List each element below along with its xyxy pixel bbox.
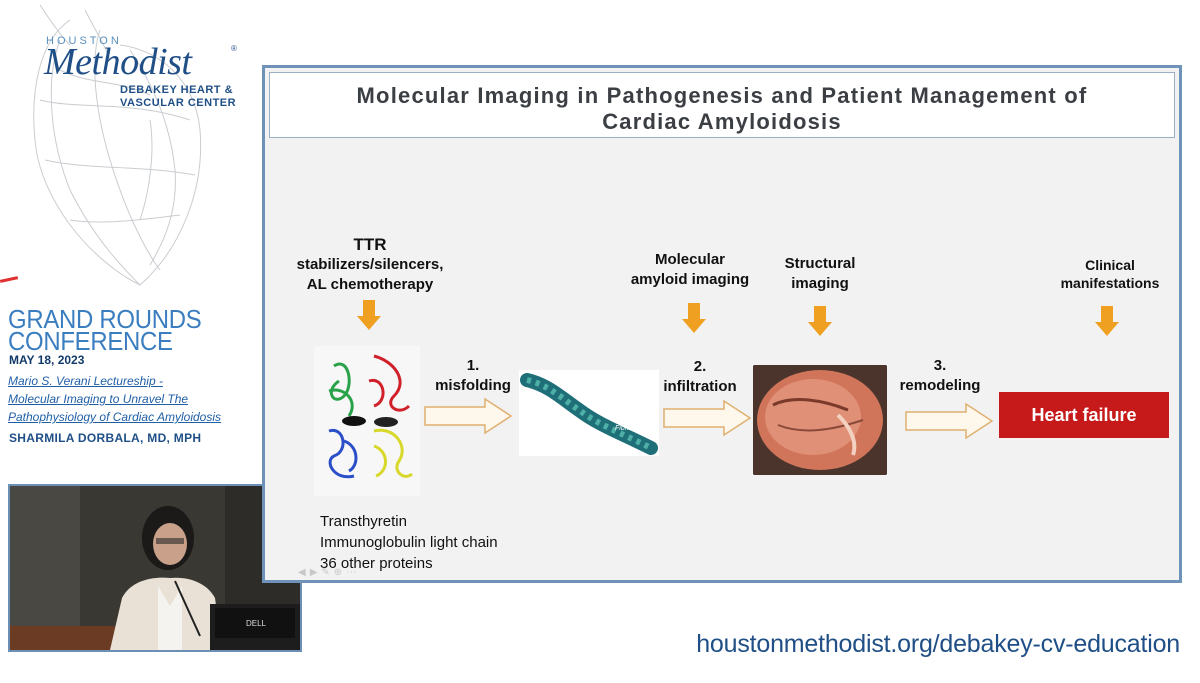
clinical-manifestations-label: Clinical manifestations xyxy=(1045,256,1175,292)
down-arrow-icon xyxy=(808,306,832,336)
step2-label: 2. infiltration xyxy=(645,357,755,397)
speaker-name: SHARMILA DORBALA, MD, MPH xyxy=(9,431,202,445)
next-slide-icon[interactable]: ▶ xyxy=(309,567,322,578)
heart-cross-section-image xyxy=(753,365,887,475)
right-arrow-icon xyxy=(424,397,513,435)
lecture-title-line3: Pathophysiology of Cardiac Amyloidosis xyxy=(8,410,221,424)
step1-label: 1. misfolding xyxy=(423,356,523,396)
step3-number: 3. xyxy=(933,357,947,374)
precursor-proteins-list: Transthyretin Immunoglobulin light chain… xyxy=(320,511,498,574)
brand-houston: HOUSTON xyxy=(46,35,122,47)
prev-slide-icon[interactable]: ◀ xyxy=(298,567,310,578)
down-arrow-icon xyxy=(682,303,706,333)
slide-title-box: Molecular Imaging in Pathogenesis and Pa… xyxy=(269,72,1175,138)
speaker-video-frame: DELL xyxy=(10,486,300,650)
molecular-imaging-label-line2: amyloid imaging xyxy=(630,271,750,288)
structural-imaging-label-line2: imaging xyxy=(791,275,849,292)
more-icon[interactable]: ⋯ xyxy=(346,567,361,578)
right-arrow-icon xyxy=(663,399,752,437)
amyloid-fibrils-image: Fibrils xyxy=(519,370,659,456)
registered-mark: ® xyxy=(231,44,237,53)
molecular-imaging-label: Molecular amyloid imaging xyxy=(605,250,775,290)
right-arrow-icon xyxy=(905,402,994,440)
conference-title-line1: GRAND ROUNDS xyxy=(8,304,202,334)
molecular-imaging-label-line1: Molecular xyxy=(654,251,726,268)
protein-item: 36 other proteins xyxy=(320,555,433,572)
step3-label: 3. remodeling xyxy=(885,356,995,396)
zoom-icon[interactable]: ⊕ xyxy=(333,567,347,578)
protein-item: Immunoglobulin light chain xyxy=(320,534,498,551)
conference-title: GRAND ROUNDS CONFERENCE xyxy=(8,304,229,356)
brand-subtitle: DEBAKEY HEART & VASCULAR CENTER xyxy=(120,84,236,110)
conference-title-line2: CONFERENCE xyxy=(8,326,173,356)
step2-number: 2. xyxy=(693,358,707,375)
lecture-title-line2: Molecular Imaging to Unravel The xyxy=(8,392,189,406)
step2-text: infiltration xyxy=(663,378,737,395)
therapy-label-line3: AL chemotherapy xyxy=(306,276,434,293)
therapy-label-line2: stabilizers/silencers, xyxy=(296,256,444,273)
brand-subtitle-line2: VASCULAR CENTER xyxy=(120,97,237,109)
svg-text:DELL: DELL xyxy=(246,619,267,628)
step1-number: 1. xyxy=(466,357,480,374)
conference-date: MAY 18, 2023 xyxy=(9,353,85,367)
step3-text: remodeling xyxy=(899,377,981,394)
lecture-title-line1: Mario S. Verani Lectureship - xyxy=(8,374,163,388)
presentation-slide: Molecular Imaging in Pathogenesis and Pa… xyxy=(262,65,1182,583)
brand-logo-methodist: Methodist xyxy=(44,41,192,83)
protein-structure-image xyxy=(314,346,420,496)
step1-text: misfolding xyxy=(435,377,511,394)
footer-url[interactable]: houstonmethodist.org/debakey-cv-educatio… xyxy=(696,630,1180,658)
down-arrow-icon xyxy=(357,300,381,330)
pen-icon[interactable]: ✎ xyxy=(321,567,334,578)
slide-title: Molecular Imaging in Pathogenesis and Pa… xyxy=(270,83,1174,135)
brand-subtitle-line1: DEBAKEY HEART & xyxy=(120,84,234,96)
lecture-title: Mario S. Verani Lectureship - Molecular … xyxy=(8,372,263,426)
fibrils-label: Fibrils xyxy=(615,425,634,432)
structural-imaging-label-line1: Structural xyxy=(784,255,856,272)
protein-item: Transthyretin xyxy=(320,513,407,530)
clinical-label-line2: manifestations xyxy=(1060,275,1160,291)
slide-title-line1: Molecular Imaging in Pathogenesis and Pa… xyxy=(356,83,1088,108)
heart-failure-box: Heart failure xyxy=(999,392,1169,438)
slide-title-line2: Cardiac Amyloidosis xyxy=(602,109,842,134)
speaker-video[interactable]: DELL xyxy=(8,484,302,652)
heart-illustration xyxy=(33,4,202,286)
down-arrow-icon xyxy=(1095,306,1119,336)
clinical-label-line1: Clinical xyxy=(1085,257,1135,273)
therapy-label: TTR stabilizers/silencers, AL chemothera… xyxy=(275,235,465,295)
slide-controls[interactable]: ◀▶✎⊕⋯ xyxy=(298,567,360,578)
structural-imaging-label: Structural imaging xyxy=(760,254,880,294)
therapy-label-line1: TTR xyxy=(353,235,387,254)
